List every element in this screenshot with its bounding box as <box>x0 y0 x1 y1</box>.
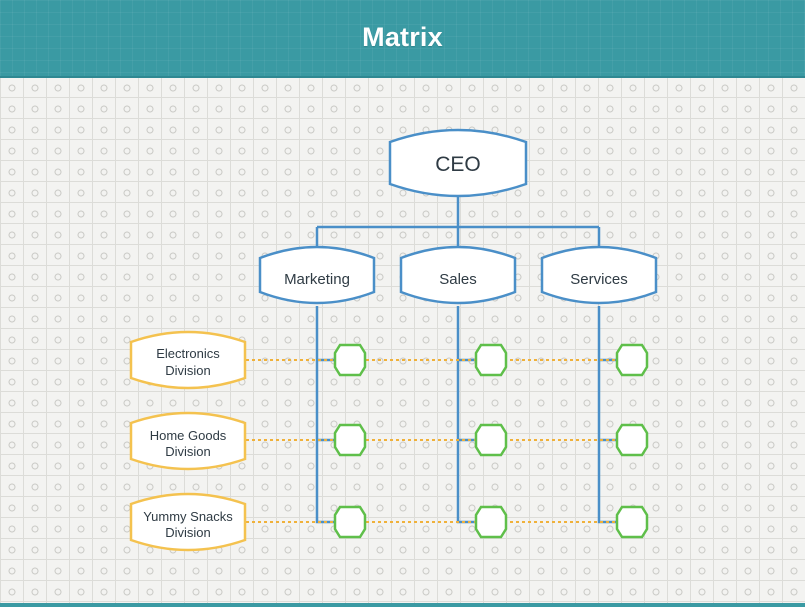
matrix-nodes <box>333 343 649 539</box>
department-label: Sales <box>439 271 477 288</box>
marketing-vertical-line <box>315 306 335 524</box>
ceo-box: CEO <box>388 128 528 198</box>
sales-vertical-line <box>456 306 476 524</box>
matrix-node <box>474 505 508 539</box>
matrix-node <box>333 505 367 539</box>
division-label-line2: Division <box>165 444 211 459</box>
department-box-marketing: Marketing <box>258 245 376 305</box>
division-label-line1: Electronics <box>156 346 220 361</box>
matrix-node <box>474 343 508 377</box>
division-label-line1: Home Goods <box>150 428 227 443</box>
matrix-node <box>333 423 367 457</box>
department-box-sales: Sales <box>399 245 517 305</box>
division-label-line2: Division <box>165 525 211 540</box>
matrix-node <box>615 423 649 457</box>
division-label-line1: Yummy Snacks <box>143 509 233 524</box>
division-label-line2: Division <box>165 363 211 378</box>
department-label: Services <box>570 271 628 288</box>
header-bar: Matrix <box>0 0 805 78</box>
matrix-node <box>333 343 367 377</box>
division-box-yummy-snacks: Yummy Snacks Division <box>129 492 247 552</box>
page-title: Matrix <box>362 22 443 52</box>
division-dotted-lines <box>246 359 617 523</box>
department-label: Marketing <box>284 271 350 288</box>
division-box-electronics: Electronics Division <box>129 330 247 390</box>
department-box-services: Services <box>540 245 658 305</box>
matrix-node <box>615 343 649 377</box>
matrix-node <box>474 423 508 457</box>
services-vertical-line <box>597 306 617 524</box>
division-box-home-goods: Home Goods Division <box>129 411 247 471</box>
matrix-node <box>615 505 649 539</box>
ceo-label: CEO <box>435 153 481 176</box>
bottom-bar <box>0 603 805 607</box>
